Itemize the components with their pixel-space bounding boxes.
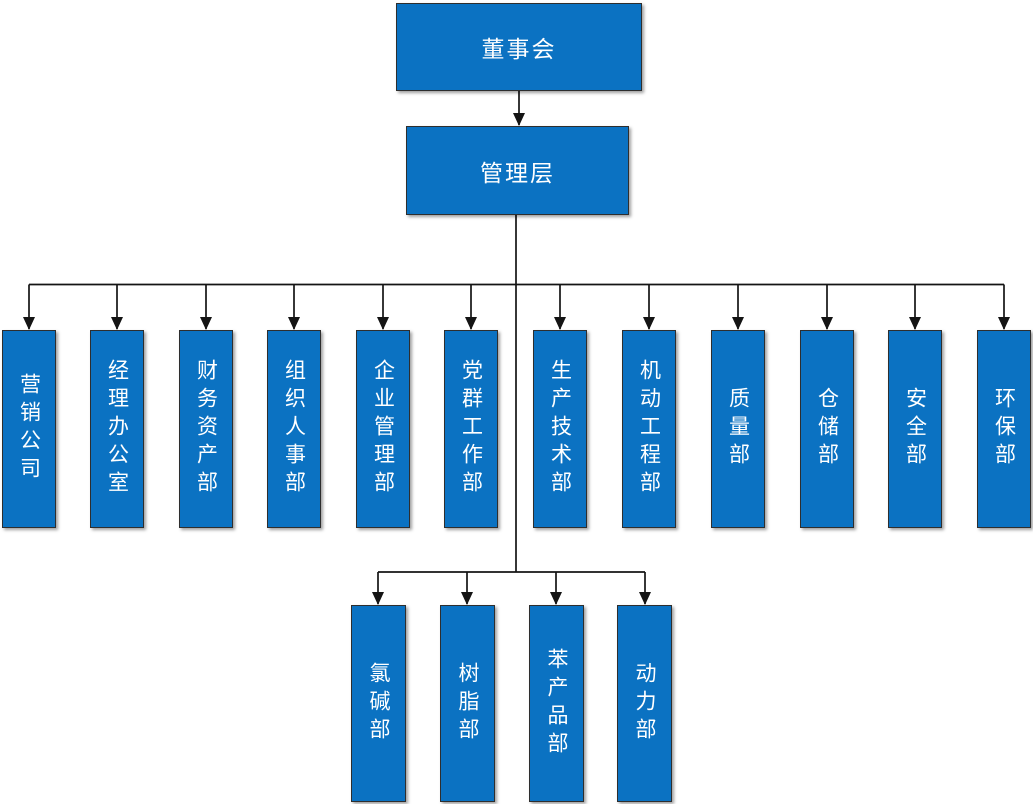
org-box-label: 企业管理部 (371, 359, 396, 499)
org-box-power-dept: 动力部 (617, 605, 672, 802)
org-box-marketing-company: 营销公司 (2, 330, 56, 528)
org-box-label: 营销公司 (17, 373, 42, 485)
org-box-environmental-protection-dept: 环保部 (977, 330, 1031, 528)
org-box-finance-assets-dept: 财务资产部 (179, 330, 233, 528)
org-box-warehouse-dept: 仓储部 (800, 330, 854, 528)
org-box-label: 环保部 (992, 387, 1017, 471)
org-box-label: 财务资产部 (194, 359, 219, 499)
org-box-party-mass-work-dept: 党群工作部 (444, 330, 498, 528)
org-box-label: 苯产品部 (545, 647, 569, 760)
org-box-organization-personnel-dept: 组织人事部 (267, 330, 321, 528)
org-box-label: 安全部 (903, 387, 928, 471)
org-box-board-of-directors: 董事会 (396, 3, 642, 91)
org-box-label: 机动工程部 (637, 359, 662, 499)
org-box-label: 经理办公室 (105, 359, 130, 499)
org-box-label: 氯碱部 (367, 661, 391, 746)
org-box-benzene-products-dept: 苯产品部 (529, 605, 584, 802)
org-box-safety-dept: 安全部 (888, 330, 942, 528)
org-box-production-technology-dept: 生产技术部 (533, 330, 587, 528)
org-box-mechanical-engineering-dept: 机动工程部 (622, 330, 676, 528)
org-box-quality-dept: 质量部 (711, 330, 765, 528)
org-box-label: 党群工作部 (459, 359, 484, 499)
org-box-resin-dept: 树脂部 (440, 605, 495, 802)
org-box-management: 管理层 (406, 126, 629, 215)
org-box-manager-office: 经理办公室 (90, 330, 144, 528)
org-box-label: 树脂部 (456, 661, 480, 746)
org-box-label: 生产技术部 (548, 359, 573, 499)
org-box-label: 质量部 (726, 387, 751, 471)
org-box-enterprise-management-dept: 企业管理部 (356, 330, 410, 528)
org-box-label: 动力部 (633, 661, 657, 746)
org-box-chlor-alkali-dept: 氯碱部 (351, 605, 406, 802)
org-box-label: 管理层 (480, 160, 555, 186)
org-box-label: 仓储部 (815, 387, 840, 471)
org-box-label: 董事会 (481, 37, 557, 62)
org-box-label: 组织人事部 (282, 359, 307, 499)
